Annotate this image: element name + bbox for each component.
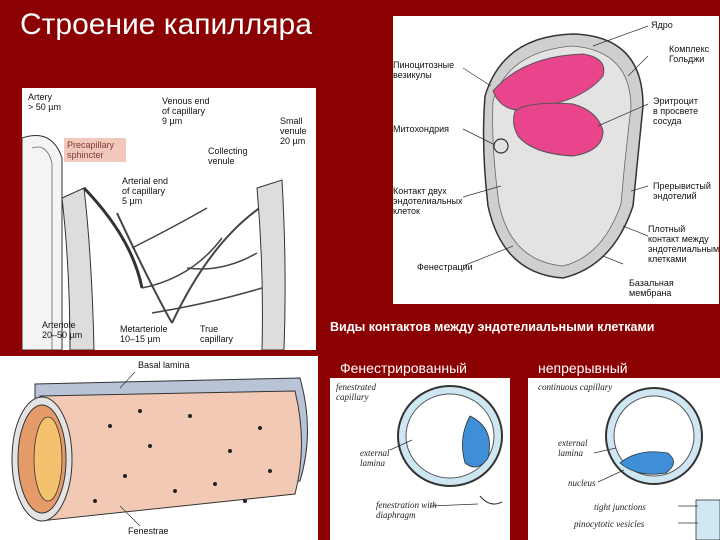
- label-nucleus-cont: nucleus: [568, 478, 596, 488]
- cross-section-drawing: [462, 25, 649, 279]
- label-tight-contact: Плотный контакт между эндотелиальными кл…: [648, 224, 719, 264]
- label-external-lamina-fen: external lamina: [360, 448, 390, 468]
- fenestrated-capillary-panel: fenestrated capillary external lamina fe…: [330, 378, 510, 540]
- fenestrated-tube-diagram: Basal lamina Fenestrae: [0, 356, 318, 540]
- label-tight-junctions: tight junctions: [594, 502, 646, 512]
- label-true-capillary: True capillary: [200, 324, 234, 344]
- label-mitochondria: Митохондрия: [393, 124, 449, 134]
- label-arteriole: Arteriole 20–50 µm: [42, 320, 83, 340]
- contacts-caption: Виды контактов между эндотелиальными кле…: [330, 320, 655, 334]
- label-venous-end: Venous end of capillary 9 µm: [162, 96, 210, 126]
- label-arterial-end: Arterial end of capillary 5 µm: [122, 176, 169, 206]
- label-continuous-endothelium: Прерывистый эндотелий: [653, 181, 711, 201]
- label-artery: Artery > 50 µm: [28, 92, 61, 112]
- label-fenestration-diaphragm: fenestration with diaphragm: [376, 500, 437, 520]
- label-golgi: Комплекс Гольджи: [669, 44, 710, 64]
- label-pinocytotic: Пиноцитозные везикулы: [393, 60, 455, 80]
- label-pinocytotic-vesicles: pinocytotic vesicles: [574, 519, 645, 529]
- label-precapillary-sphincter: Precapillary sphincter: [67, 140, 115, 160]
- continuous-drawing: [593, 387, 720, 540]
- slide-title: Строение капилляра: [20, 8, 312, 41]
- tube-drawing: [11, 371, 308, 527]
- label-fenestrated-capillary: fenestrated capillary: [336, 382, 376, 402]
- label-basal-lamina: Basal lamina: [138, 360, 190, 370]
- capillary-cross-section-diagram: Ядро Комплекс Гольджи Пиноцитозные везик…: [393, 16, 719, 304]
- label-fenestrations: Фенестрации: [417, 262, 473, 272]
- label-erythrocyte: Эритроцит в просвете сосуда: [653, 96, 699, 126]
- label-nucleus: Ядро: [651, 20, 673, 30]
- label-contact: Контакт двух эндотелиальных клеток: [393, 186, 463, 216]
- fenestrated-title: Фенестрированный: [340, 360, 467, 376]
- label-basal-membrane: Базальная мембрана: [629, 278, 674, 298]
- continuous-title: непрерывный: [538, 360, 628, 376]
- label-small-venule: Small venule 20 µm: [280, 116, 307, 146]
- label-metarteriole: Metarteriole 10–15 µm: [120, 324, 168, 344]
- network-drawing: [22, 135, 286, 350]
- label-collecting-venule: Collecting venule: [208, 146, 248, 166]
- continuous-capillary-panel: continuous capillary external lamina nuc…: [528, 378, 720, 540]
- fenestrated-drawing: [389, 385, 503, 507]
- label-external-lamina-cont: external lamina: [558, 438, 588, 458]
- capillary-network-diagram: Artery > 50 µm Precapillary sphincter Ve…: [22, 88, 316, 350]
- label-fenestrae: Fenestrae: [128, 526, 169, 536]
- label-continuous-capillary: continuous capillary: [538, 382, 613, 392]
